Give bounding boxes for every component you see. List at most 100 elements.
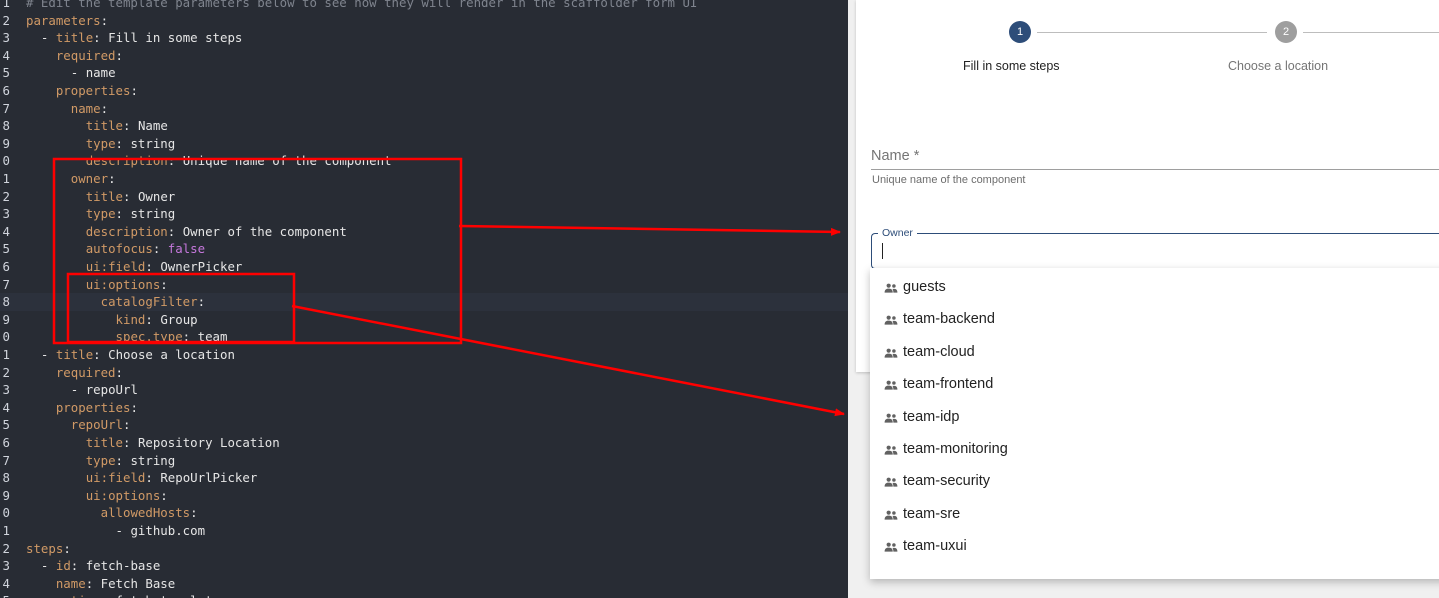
editor-line[interactable]: 9 ui:options:: [0, 487, 848, 505]
line-number: 5: [0, 592, 10, 598]
owner-autocomplete-list[interactable]: guests team-backend team-cloud team-fronten…: [870, 268, 1439, 579]
editor-line[interactable]: 2 title: Owner: [0, 188, 848, 206]
line-code: title: Owner: [85, 188, 176, 204]
editor-line[interactable]: 8 title: Name: [0, 117, 848, 135]
line-number: 2: [2, 364, 10, 380]
owner-option[interactable]: team-backend: [870, 305, 1439, 335]
editor-line[interactable]: 7 name:: [0, 100, 848, 118]
editor-line[interactable]: 0 description: Unique name of the compon…: [0, 152, 848, 170]
editor-line[interactable]: 1 # Edit the template parameters below to…: [0, 0, 848, 12]
editor-line[interactable]: 4 description: Owner of the component: [0, 223, 848, 241]
editor-line[interactable]: 6 title: Repository Location: [0, 434, 848, 452]
line-code: title: Name: [85, 118, 168, 134]
owner-option[interactable]: team-sre: [870, 500, 1439, 530]
editor-line[interactable]: 0 spec.type: team: [0, 328, 848, 346]
editor-line[interactable]: 2 required:: [0, 364, 848, 382]
editor-line[interactable]: 2 steps:: [0, 540, 848, 558]
line-code: type: string: [85, 452, 176, 468]
line-number: 8: [2, 294, 10, 310]
owner-option-label: team-cloud: [903, 344, 975, 360]
editor-line[interactable]: 5 repoUrl:: [0, 416, 848, 434]
line-code: type: string: [85, 206, 176, 222]
line-number: 0: [2, 153, 10, 169]
editor-line[interactable]: 7 type: string: [0, 452, 848, 470]
editor-line[interactable]: 1 owner:: [0, 170, 848, 188]
line-number: 9: [2, 487, 10, 503]
editor-line[interactable]: 7 ui:options:: [0, 276, 848, 294]
step-2-label[interactable]: Choose a location: [1228, 59, 1329, 73]
owner-option[interactable]: team-uxui: [870, 532, 1439, 562]
line-number: 1: [2, 0, 10, 10]
owner-option[interactable]: team-security: [870, 467, 1439, 497]
owner-field-label: Owner: [878, 227, 917, 239]
editor-line[interactable]: 2 parameters:: [0, 12, 848, 30]
owner-option-label: team-backend: [903, 311, 995, 327]
line-number: 6: [2, 83, 10, 98]
line-number: 5: [2, 417, 10, 433]
editor-line[interactable]: 3 - repoUrl: [0, 381, 848, 399]
owner-option-label: team-monitoring: [903, 441, 1008, 457]
owner-option-label: team-frontend: [903, 376, 994, 392]
editor-line[interactable]: 0 allowedHosts:: [0, 504, 848, 522]
editor-line[interactable]: 9 type: string: [0, 135, 848, 153]
editor-line[interactable]: 6 ui:field: OwnerPicker: [0, 258, 848, 276]
form-preview-panel: 1 2 Fill in some steps Choose a location…: [848, 0, 1439, 598]
owner-option[interactable]: team-cloud: [870, 338, 1439, 368]
owner-option[interactable]: team-idp: [870, 403, 1439, 433]
editor-line[interactable]: 1 - github.com: [0, 522, 848, 540]
line-code: spec.type: team: [115, 329, 228, 345]
group-icon: [884, 445, 898, 455]
editor-line[interactable]: 9 kind: Group: [0, 311, 848, 329]
yaml-editor[interactable]: 1 # Edit the template parameters below to…: [0, 0, 848, 598]
line-code: steps:: [26, 540, 71, 556]
line-number: 6: [2, 259, 10, 274]
editor-line[interactable]: 6 properties:: [0, 82, 848, 100]
owner-option[interactable]: guests: [870, 273, 1439, 303]
group-icon: [884, 380, 898, 390]
editor-line[interactable]: 3 - id: fetch-base: [0, 557, 848, 575]
line-code: - name: [70, 65, 116, 81]
line-number: 7: [2, 276, 10, 292]
editor-line[interactable]: 8 catalogFilter:: [0, 293, 848, 311]
step-1-circle[interactable]: 1: [1009, 21, 1031, 43]
editor-line[interactable]: 4 name: Fetch Base: [0, 575, 848, 593]
editor-line[interactable]: 8 ui:field: RepoUrlPicker: [0, 469, 848, 487]
line-number: 5: [2, 65, 10, 81]
group-icon: [884, 348, 898, 358]
owner-option-label: team-uxui: [903, 538, 967, 554]
group-icon: [884, 477, 898, 487]
line-code: kind: Group: [115, 311, 198, 327]
editor-line[interactable]: 3 type: string: [0, 205, 848, 223]
editor-line[interactable]: 5 autofocus: false: [0, 240, 848, 258]
line-code: # Edit the template parameters below to …: [26, 0, 698, 10]
owner-option-label: team-idp: [903, 409, 960, 425]
editor-line[interactable]: 5 - name: [0, 64, 848, 82]
owner-option[interactable]: team-monitoring: [870, 435, 1439, 465]
line-code: name: Fetch Base: [55, 575, 176, 591]
line-code: repoUrl:: [70, 417, 131, 433]
editor-line[interactable]: 4 properties:: [0, 399, 848, 417]
name-label-text: Name: [871, 148, 910, 164]
editor-line[interactable]: 3 - title: Fill in some steps: [0, 29, 848, 47]
line-code: required:: [55, 364, 123, 380]
editor-line[interactable]: 1 - title: Choose a location: [0, 346, 848, 364]
line-code: catalogFilter:: [100, 294, 206, 310]
editor-line[interactable]: 4 required:: [0, 47, 848, 65]
text-cursor: [882, 243, 883, 259]
owner-option-label: team-security: [903, 473, 991, 489]
line-code: description: Owner of the component: [85, 223, 347, 239]
line-number: 8: [2, 470, 10, 486]
owner-option[interactable]: team-frontend: [870, 370, 1439, 400]
name-field-label[interactable]: Name *: [871, 148, 919, 164]
line-code: - repoUrl: [70, 382, 138, 398]
line-code: ui:field: RepoUrlPicker: [85, 470, 258, 486]
line-code: parameters:: [26, 12, 109, 28]
owner-input[interactable]: [871, 233, 1439, 269]
line-number: 1: [2, 347, 10, 362]
step-2-circle[interactable]: 2: [1275, 21, 1297, 43]
step-1-label[interactable]: Fill in some steps: [963, 59, 1060, 73]
line-number: 2: [2, 540, 10, 556]
editor-line[interactable]: 5 action: fetch:template: [0, 592, 848, 598]
line-number: 2: [2, 12, 10, 28]
line-code: - title: Choose a location: [40, 347, 235, 362]
